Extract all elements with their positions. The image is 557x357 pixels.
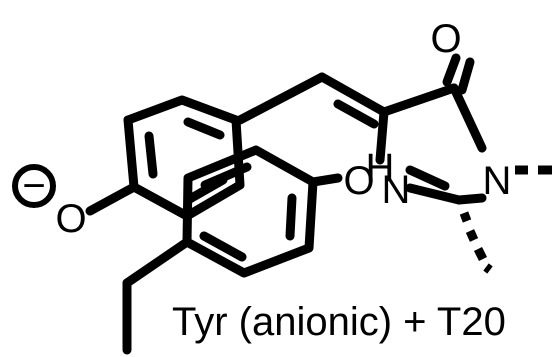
chain-bond-1 <box>122 237 192 288</box>
ring-double-bond-c3-n2 <box>405 165 450 191</box>
hydroxyl-oxygen-label: O <box>343 159 374 203</box>
wedge-hash-2 <box>465 229 479 242</box>
carbonyl-bond-2 <box>457 57 475 95</box>
methine-bridge <box>235 72 389 129</box>
carbonyl-bond-1 <box>442 53 461 87</box>
ring-bond-c3-n2 <box>405 183 464 205</box>
imine-nitrogen-label: N <box>382 168 411 212</box>
c3-hashed-wedge <box>459 211 493 274</box>
ring-nitrogen-label: N <box>483 159 512 203</box>
phenolate-ring-inner-bond-3 <box>183 117 225 140</box>
hydroxyl-hydrogen-label: H <box>366 146 395 190</box>
carbonyl-oxygen-label: O <box>430 17 461 61</box>
wedge-hash-4 <box>483 263 493 274</box>
tyrosine-oh-bond <box>308 173 343 187</box>
charge-symbol: − <box>22 164 45 208</box>
tyrosine-ring <box>182 145 318 278</box>
ring-bond-n2-c1 <box>375 107 389 165</box>
bridge-bond-1 <box>235 72 327 125</box>
wedge-hash-1 <box>459 211 472 223</box>
tyrosine-ring-inner-bond-1 <box>285 193 297 241</box>
tyrosine-ring-inner-bond-2 <box>199 231 247 262</box>
bridge-double-bond <box>333 99 379 129</box>
phenolate-oxygen-label: O <box>55 197 86 241</box>
caption: Tyr (anionic) + T20 <box>172 300 506 344</box>
bridge-bond-2 <box>317 72 389 117</box>
ring-bond-c1-c2 <box>379 83 459 117</box>
phenolate-co-bond <box>85 182 139 216</box>
negative-charge: − <box>12 164 56 208</box>
wedge-hash-3 <box>473 246 488 262</box>
tyrosine-chain <box>122 237 192 355</box>
charge-circle <box>12 164 56 208</box>
tyrosine-ring-inner-bond-3 <box>200 162 252 190</box>
phenolate-ring-inner-bond-1 <box>144 131 158 179</box>
imidazolinone-ring <box>375 83 487 205</box>
ring-bond-c2-n <box>449 83 487 153</box>
atom-labels: O N N O O H <box>55 17 511 241</box>
